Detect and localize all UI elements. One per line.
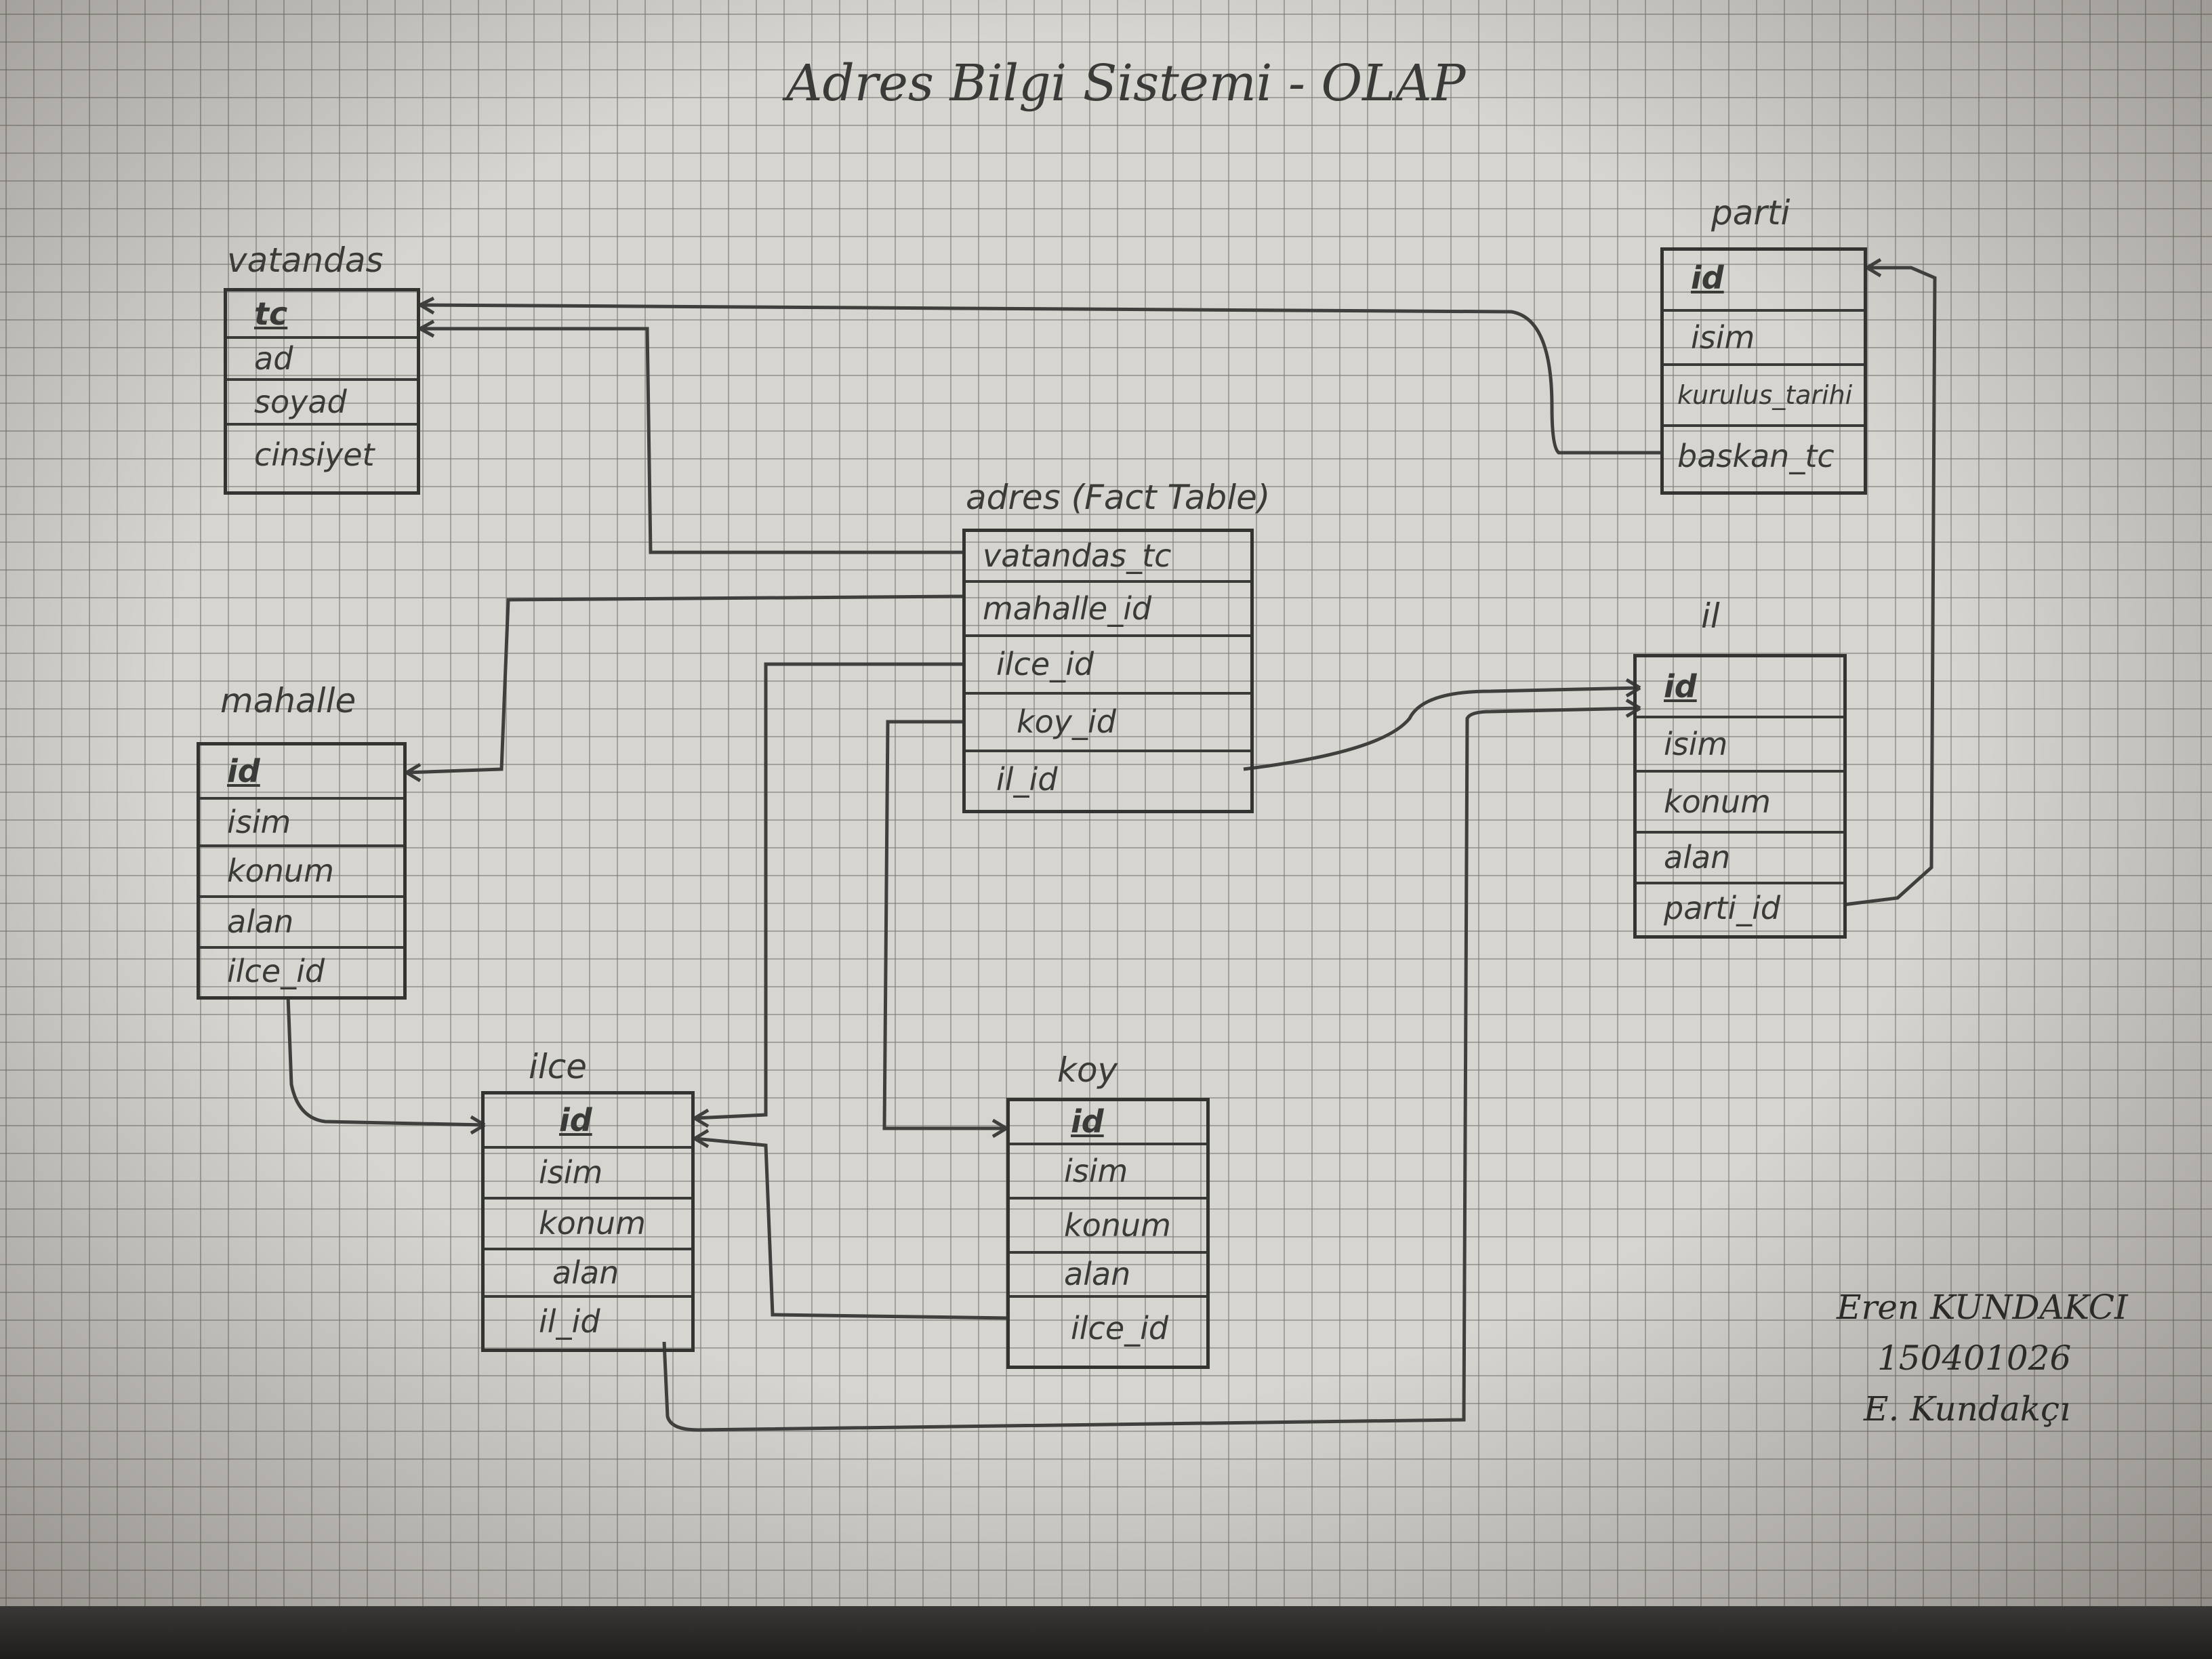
- table-name-ilce: ilce: [529, 1047, 588, 1086]
- field-row: soyad: [227, 381, 417, 426]
- author-name: Eren KUNDAKCI: [1837, 1288, 2128, 1327]
- table-name-adres: adres (Fact Table): [966, 478, 1271, 517]
- field-row: koy_id: [966, 695, 1250, 752]
- table-name-koy: koy: [1057, 1050, 1118, 1090]
- field-row: tc: [227, 291, 417, 339]
- field-row: il_id: [539, 1303, 600, 1340]
- field-row: id: [485, 1094, 691, 1149]
- field-row: konum: [1010, 1200, 1206, 1254]
- field-row: il_id: [996, 761, 1058, 798]
- link-adres-koy-to-koy-id: [882, 720, 1008, 1139]
- link-mahalle-ilce-to-ilce-id: [286, 996, 486, 1135]
- field-row: mahalle_id: [966, 583, 1250, 637]
- table-mahalle: id isim konum alan ilce_id: [197, 742, 407, 1000]
- table-il: id isim konum alan parti_id: [1633, 654, 1847, 939]
- field-row: id: [1637, 657, 1843, 718]
- table-name-vatandas: vatandas: [227, 241, 384, 280]
- table-name-parti: parti: [1711, 193, 1790, 232]
- field-row: alan: [200, 898, 403, 949]
- link-koy-ilce-to-ilce-id: [693, 1128, 1010, 1320]
- field-row: ad: [227, 339, 417, 381]
- desk-edge: [0, 1606, 2212, 1659]
- link-parti-baskan-to-vatandas-tc: [419, 296, 1660, 455]
- field-row: konum: [485, 1200, 691, 1250]
- field-row: kurulus_tarihi: [1664, 366, 1864, 427]
- table-name-il: il: [1701, 596, 1720, 636]
- field-row: ilce_id: [1071, 1310, 1169, 1347]
- field-row: alan: [485, 1250, 691, 1298]
- link-il-parti-to-parti-id: [1843, 258, 1937, 907]
- field-row: ilce_id: [227, 953, 325, 989]
- field-row: ilce_id: [966, 637, 1250, 695]
- field-row: alan: [1010, 1254, 1206, 1298]
- table-adres-fact: vatandas_tc mahalle_id ilce_id koy_id il…: [962, 529, 1254, 813]
- table-name-mahalle: mahalle: [220, 681, 356, 720]
- author-signature: E. Kundakçı: [1864, 1389, 2071, 1429]
- table-koy: id isim konum alan ilce_id: [1006, 1098, 1210, 1369]
- field-row: parti_id: [1664, 890, 1781, 926]
- field-row: id: [200, 745, 403, 800]
- field-row: alan: [1637, 834, 1843, 884]
- field-row: isim: [200, 800, 403, 847]
- field-row: isim: [485, 1149, 691, 1200]
- field-row: cinsiyet: [254, 436, 375, 473]
- link-adres-vatandas-to-vatandas-tc: [419, 319, 962, 554]
- field-row: konum: [200, 847, 403, 898]
- table-parti: id isim kurulus_tarihi baskan_tc: [1660, 247, 1867, 495]
- field-row: vatandas_tc: [966, 532, 1250, 583]
- table-ilce: id isim konum alan il_id: [481, 1091, 695, 1352]
- link-adres-mahalle-to-mahalle-id: [405, 594, 963, 783]
- field-row: id: [1010, 1101, 1206, 1145]
- field-row: isim: [1637, 718, 1843, 773]
- field-row: id: [1664, 251, 1864, 312]
- student-number: 150401026: [1877, 1338, 2072, 1378]
- link-adres-ilce-to-ilce-id: [693, 662, 962, 1128]
- field-row: baskan_tc: [1677, 438, 1835, 474]
- field-row: konum: [1637, 773, 1843, 834]
- field-row: isim: [1664, 312, 1864, 366]
- table-vatandas: tc ad soyad cinsiyet: [224, 288, 420, 495]
- link-adres-il-to-il-id: [1243, 678, 1641, 771]
- field-row: isim: [1010, 1145, 1206, 1200]
